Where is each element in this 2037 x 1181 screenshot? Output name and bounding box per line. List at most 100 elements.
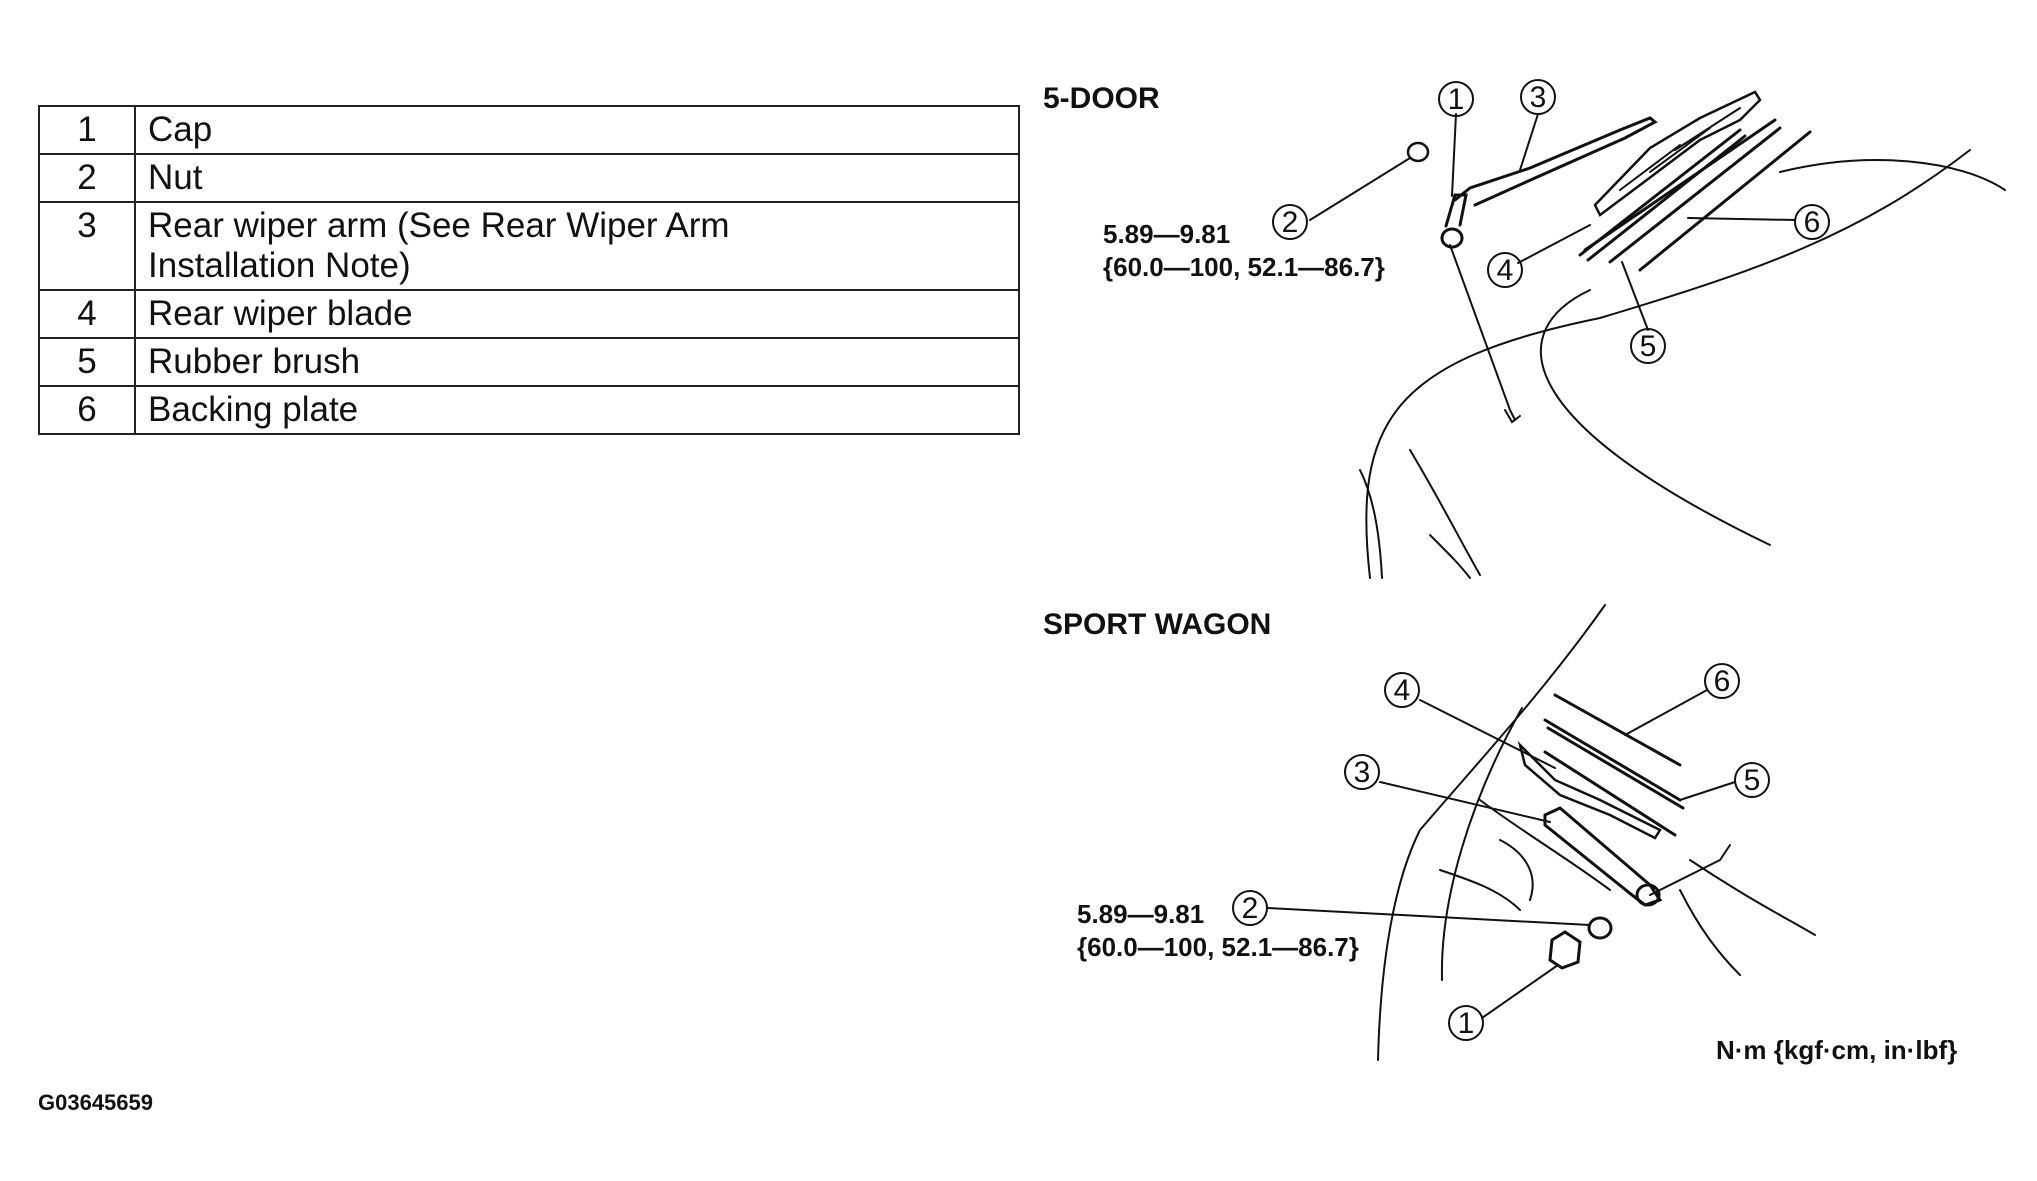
five-door-drawing [1309, 90, 2006, 579]
five-door-leader-2 [1309, 157, 1411, 221]
five-door-callout-3: 3 [1530, 81, 1547, 114]
wagon-body-pillar [1440, 707, 1523, 981]
part-name: Rubber brush [134, 337, 1020, 387]
five-door-callout-5-circle [1630, 328, 1666, 364]
five-door-callout-1: 1 [1448, 83, 1465, 116]
sport-wagon-drawing [1267, 604, 1816, 1061]
wagon-body-lower [1439, 869, 1521, 911]
part-name: Nut [134, 153, 1020, 203]
part-number: 5 [38, 337, 136, 387]
wagon-cap [1548, 930, 1582, 970]
five-door-body-outline [1365, 149, 1971, 579]
wagon-body-window [1479, 799, 1611, 891]
wagon-backing-plate-2 [1543, 750, 1677, 837]
table-row: 3 Rear wiper arm (See Rear Wiper Arm Ins… [38, 201, 1020, 291]
five-door-body-curve [1539, 289, 1771, 546]
five-door-body-lower [1359, 469, 1383, 579]
five-door-torque-nm: 5.89—9.81 [1103, 219, 1231, 249]
table-row: 6 Backing plate [38, 385, 1020, 435]
five-door-torque: 5.89—9.81 {60.0—100, 52.1—86.7} [1103, 218, 1385, 284]
wagon-callout-4: 4 [1394, 674, 1411, 707]
wagon-body-edge [1499, 839, 1534, 901]
sport-wagon-torque-alt: {60.0—100, 52.1—86.7} [1077, 932, 1359, 962]
five-door-callouts [1272, 79, 1830, 364]
five-door-callout-6: 6 [1804, 206, 1821, 239]
wagon-callout-2: 2 [1242, 892, 1259, 925]
table-row: 2 Nut [38, 153, 1020, 203]
five-door-callout-3-circle [1520, 79, 1556, 115]
wagon-callout-6: 6 [1714, 665, 1731, 698]
five-door-callout-6-circle [1794, 204, 1830, 240]
wagon-wiper-arm [1543, 806, 1663, 907]
sport-wagon-label: SPORT WAGON [1043, 608, 1272, 641]
five-door-callout-2: 2 [1282, 206, 1299, 239]
wagon-rubber-brush [1543, 718, 1685, 810]
wagon-leader-2 [1267, 907, 1591, 926]
part-number: 1 [38, 105, 136, 155]
wagon-callout-5-circle [1734, 762, 1770, 798]
five-door-strip-upper [1583, 118, 1777, 252]
five-door-pivot-shaft [1449, 244, 1516, 421]
five-door-backing-plate [1608, 126, 1812, 272]
wagon-callout-3-circle [1344, 754, 1380, 790]
part-name: Rear wiper arm (See Rear Wiper Arm Insta… [134, 201, 1020, 291]
wagon-callout-4-circle [1384, 672, 1420, 708]
five-door-leader-1 [1451, 113, 1457, 197]
wagon-wiper-blade [1517, 740, 1662, 840]
five-door-callout-4: 4 [1497, 254, 1514, 287]
wagon-pivot-shaft [1649, 844, 1731, 896]
part-name: Backing plate [134, 385, 1020, 435]
wagon-leader-4 [1419, 699, 1556, 769]
five-door-arm-head [1444, 193, 1468, 228]
sport-wagon-callouts [1232, 663, 1770, 1041]
units-label: N·m {kgf·cm, in·lbf} [1716, 1035, 1958, 1065]
wagon-callout-2-circle [1232, 890, 1268, 926]
five-door-label: 5-DOOR [1043, 82, 1160, 115]
part-number: 3 [38, 201, 136, 291]
wagon-callout-5: 5 [1744, 764, 1761, 797]
five-door-wiper-arm [1453, 116, 1658, 207]
wagon-callout-1-circle [1448, 1005, 1484, 1041]
five-door-shaft-end [1504, 409, 1521, 424]
wagon-body-right [1689, 859, 1816, 936]
sport-wagon-torque: 5.89—9.81 {60.0—100, 52.1—86.7} [1077, 898, 1359, 964]
wagon-callout-6-circle [1704, 663, 1740, 699]
five-door-leader-4 [1517, 224, 1591, 264]
figure-code: G03645659 [38, 1090, 153, 1115]
five-door-blade-frame [1619, 107, 1741, 191]
part-name: Rear wiper blade [134, 289, 1020, 339]
part-number: 4 [38, 289, 136, 339]
five-door-callout-5: 5 [1640, 330, 1657, 363]
five-door-wiper-blade [1593, 90, 1762, 217]
five-door-arm-pivot [1440, 227, 1464, 249]
five-door-callout-2-circle [1272, 204, 1308, 240]
table-row: 1 Cap [38, 105, 1020, 155]
five-door-callout-1-circle [1438, 81, 1474, 117]
five-door-leader-6 [1687, 217, 1796, 221]
table-row: 4 Rear wiper blade [38, 289, 1020, 339]
five-door-leader-5 [1621, 261, 1649, 331]
five-door-nut [1406, 141, 1430, 163]
wagon-nut [1587, 916, 1613, 940]
wagon-arm-pivot [1635, 883, 1661, 907]
five-door-body-lower3 [1429, 534, 1471, 579]
part-name: Cap [134, 105, 1020, 155]
wagon-backing-plate [1553, 693, 1682, 767]
wagon-leader-5 [1679, 781, 1736, 801]
five-door-leader-3 [1519, 113, 1539, 171]
part-number: 2 [38, 153, 136, 203]
five-door-callout-numbers: 1 2 3 4 5 6 [1282, 81, 1821, 363]
five-door-body-lower2 [1409, 449, 1481, 576]
sport-wagon-callout-numbers: 1 2 3 4 5 6 [1242, 665, 1761, 1040]
wagon-leader-6 [1624, 689, 1708, 736]
parts-table: 1 Cap 2 Nut 3 Rear wiper arm (See Rear W… [38, 105, 1020, 435]
wagon-leader-1 [1481, 964, 1559, 1019]
five-door-body-roof [1779, 159, 2006, 191]
wagon-callout-3: 3 [1354, 756, 1371, 789]
table-row: 5 Rubber brush [38, 337, 1020, 387]
five-door-torque-alt: {60.0—100, 52.1—86.7} [1103, 252, 1385, 282]
sport-wagon-torque-nm: 5.89—9.81 [1077, 899, 1205, 929]
part-number: 6 [38, 385, 136, 435]
five-door-callout-4-circle [1487, 252, 1523, 288]
